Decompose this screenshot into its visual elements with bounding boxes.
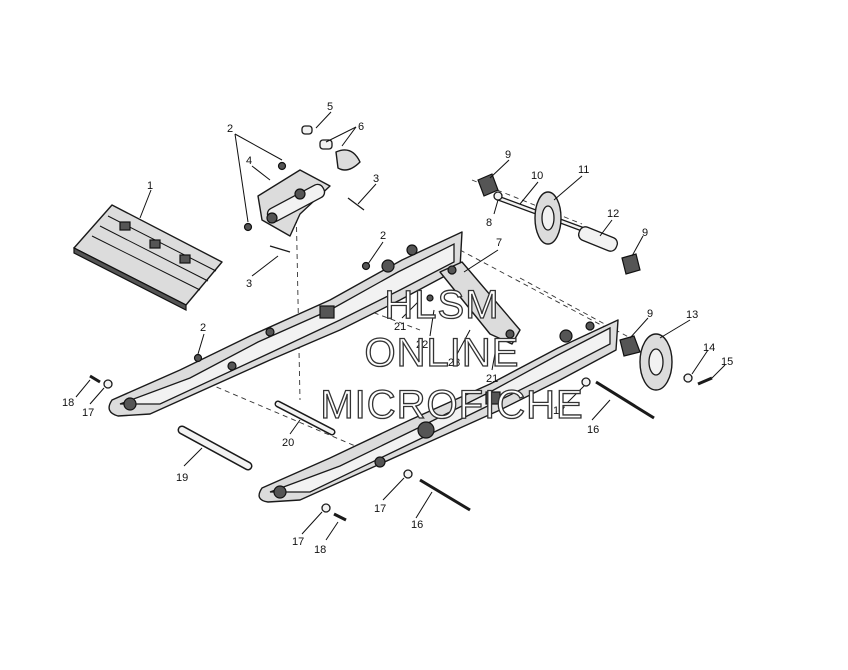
callout-21: 21 — [394, 321, 406, 333]
callout-8: 8 — [486, 217, 492, 229]
cross-shafts — [177, 400, 336, 471]
watermark: HLSM ONLINE MICROFICHE — [320, 282, 584, 427]
hardware — [89, 261, 655, 522]
callout-13: 13 — [686, 309, 698, 321]
callout-12: 12 — [607, 208, 619, 220]
callout-10: 10 — [531, 170, 543, 182]
callout-9: 9 — [647, 308, 653, 320]
idler-wheel-assembly — [477, 173, 641, 275]
callout-11: 11 — [578, 164, 589, 176]
callout-3: 3 — [246, 278, 252, 290]
callout-3: 3 — [373, 173, 379, 185]
callout-16: 16 — [411, 519, 423, 531]
callout-1: 1 — [147, 180, 153, 192]
callout-18: 18 — [62, 397, 74, 409]
callout-9: 9 — [505, 149, 511, 161]
callout-17: 17 — [82, 407, 94, 419]
callout-16: 16 — [587, 424, 599, 436]
leader-lines — [75, 111, 726, 541]
callout-9: 9 — [642, 227, 648, 239]
callout-22: 22 — [416, 339, 428, 351]
callout-5: 5 — [327, 101, 333, 113]
watermark-line-2: ONLINE — [365, 331, 520, 375]
watermark-line-3: MICROFICHE — [320, 383, 583, 427]
slide-insert-panel — [73, 204, 223, 311]
callout-2: 2 — [380, 230, 386, 242]
callout-14: 14 — [703, 342, 715, 354]
front-bracket — [243, 125, 365, 253]
callout-6: 6 — [358, 121, 364, 133]
callout-4: 4 — [246, 155, 252, 167]
callout-20: 20 — [282, 437, 294, 449]
callout-2: 2 — [227, 123, 233, 135]
rear-wheel-assembly — [619, 333, 713, 391]
callout-7: 7 — [496, 237, 502, 249]
callout-19: 19 — [176, 472, 188, 484]
torque-arm — [439, 261, 521, 345]
callout-17: 17 — [374, 503, 386, 515]
callout-2: 2 — [200, 322, 206, 334]
watermark-line-1: HLSM — [384, 283, 499, 327]
callout-15: 15 — [721, 356, 733, 368]
callout-21: 21 — [486, 373, 498, 385]
callout-18: 18 — [314, 544, 326, 556]
callout-23: 23 — [448, 357, 460, 369]
callout-17: 17 — [292, 536, 304, 548]
left-slide-rail — [108, 231, 463, 417]
right-slide-rail — [258, 319, 619, 503]
callout-17: 17 — [553, 405, 565, 417]
callout-labels: 1 2 2 2 3 3 4 5 6 7 8 9 9 9 10 11 12 13 … — [62, 101, 733, 556]
